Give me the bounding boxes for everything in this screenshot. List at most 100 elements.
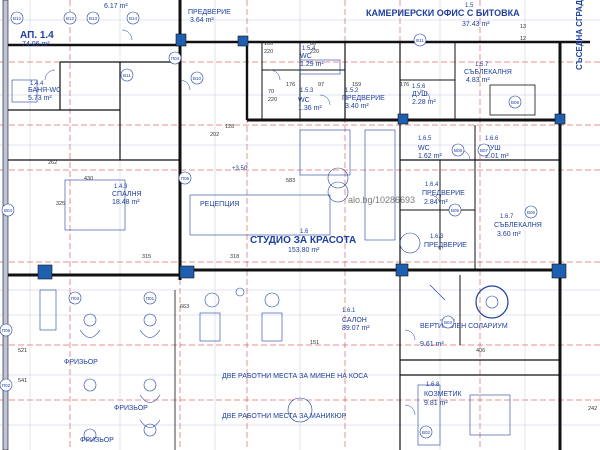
svg-text:B13: B13 bbox=[89, 16, 98, 21]
dimension-label: 202 bbox=[210, 132, 219, 138]
door-tag: П01 bbox=[143, 291, 157, 305]
room-id: 1.6.4 bbox=[425, 182, 439, 188]
door-tag: B12 bbox=[10, 11, 24, 25]
svg-text:П06: П06 bbox=[2, 328, 11, 333]
room-area: 6.17 m² bbox=[104, 3, 128, 10]
room-id: 1.5.7 bbox=[475, 62, 489, 68]
room-area: 18.48 m² bbox=[112, 199, 140, 206]
room-name: WC bbox=[298, 97, 310, 104]
dimension-label: 100 bbox=[264, 41, 273, 47]
office-area: 37.43 m² bbox=[462, 21, 490, 28]
door-tag: П04 bbox=[168, 51, 182, 65]
door-tag: B05 bbox=[448, 203, 462, 217]
door-tag: B09 bbox=[508, 95, 522, 109]
room-id: 1.4.3 bbox=[114, 184, 128, 190]
room-name: КОЗМЕТИК bbox=[424, 391, 462, 398]
dimension-label: 176 bbox=[400, 82, 409, 88]
dimension-label: 315 bbox=[142, 254, 151, 260]
dimension-label: 220 bbox=[310, 49, 319, 55]
room-area: 2.01 m² bbox=[485, 153, 509, 160]
elevation-mark: +3.50 bbox=[232, 166, 248, 172]
door-tag: П03 bbox=[68, 291, 82, 305]
dimension-label: 406 bbox=[476, 348, 485, 354]
door-tag: П05 bbox=[178, 171, 192, 185]
room-name: БАНЯ-WC bbox=[28, 87, 61, 94]
room-id: 1.5.4 bbox=[302, 46, 316, 52]
svg-text:П04: П04 bbox=[171, 56, 180, 61]
door-tag: B12 bbox=[63, 11, 77, 25]
svg-text:B04: B04 bbox=[4, 208, 13, 213]
dimension-label: 242 bbox=[588, 406, 597, 412]
dimension-label: 663 bbox=[180, 304, 189, 310]
room-area: 2.84 m² bbox=[424, 199, 448, 206]
room-area: 9.81 m² bbox=[424, 400, 448, 407]
office-id: 1.5 bbox=[465, 3, 474, 9]
office-title: КАМЕРИЕРСКИ ОФИС С БИТОВКА bbox=[366, 8, 520, 18]
door-tag: B07 bbox=[477, 143, 491, 157]
svg-text:П02: П02 bbox=[2, 383, 11, 388]
room-name: ПРЕДВЕРИЕ bbox=[424, 242, 467, 249]
door-swings bbox=[44, 29, 471, 416]
svg-text:B02: B02 bbox=[422, 430, 431, 435]
dimension-label: 262 bbox=[48, 160, 57, 166]
studio-id: 1.6 bbox=[300, 229, 309, 235]
door-tag: B03 bbox=[441, 315, 455, 329]
dimension-label: 430 bbox=[84, 176, 93, 182]
dimension-label: 159 bbox=[352, 82, 361, 88]
dimension-label: 97 bbox=[318, 82, 324, 88]
dimension-label: 541 bbox=[18, 378, 27, 384]
door-tag: B11 bbox=[120, 68, 134, 82]
room-name: СЪБЛЕКАЛНЯ bbox=[494, 222, 542, 229]
neighbor-label: СЪСЕДНА СГРАДА bbox=[575, 0, 584, 70]
dimension-label: 80 bbox=[310, 41, 316, 47]
door-tag: B10 bbox=[190, 71, 204, 85]
room-id: 1.6.3 bbox=[430, 234, 444, 240]
room-name: СЪБЛЕКАЛНЯ bbox=[464, 69, 512, 76]
room-id: 1.5.2 bbox=[345, 88, 359, 94]
room-id: 1.6.8 bbox=[426, 382, 440, 388]
room-name: САЛОН bbox=[342, 317, 367, 324]
hairdresser-label: ФРИЗЬОР bbox=[80, 437, 114, 444]
svg-text:B12: B12 bbox=[66, 16, 75, 21]
room-name: ПРЕДВЕРИЕ bbox=[422, 190, 465, 197]
room-name: WC bbox=[300, 53, 312, 60]
svg-text:B10: B10 bbox=[193, 76, 202, 81]
svg-text:B12: B12 bbox=[13, 16, 22, 21]
dimension-label: 176 bbox=[286, 82, 295, 88]
door-tag: B11 bbox=[413, 33, 427, 47]
door-tag: П02 bbox=[0, 378, 13, 392]
hairdresser-label: ФРИЗЬОР bbox=[114, 405, 148, 412]
dimension-label: 318 bbox=[230, 254, 239, 260]
room-id: 1.6.5 bbox=[418, 136, 432, 142]
studio-area: 153.80 m² bbox=[288, 247, 320, 254]
room-area: 5.73 m² bbox=[28, 95, 52, 102]
svg-text:П03: П03 bbox=[71, 296, 80, 301]
furniture bbox=[11, 59, 511, 446]
svg-text:B07: B07 bbox=[480, 148, 489, 153]
dimension-label: 12 bbox=[520, 36, 526, 42]
manicure-places-label: ДВЕ РАБОТНИ МЕСТА ЗА МАНИКЮР bbox=[222, 413, 347, 420]
reception-label: РЕЦЕПЦИЯ bbox=[200, 201, 239, 208]
room-area: 4.83 m² bbox=[466, 77, 490, 84]
room-area: 9.61 m² bbox=[420, 341, 444, 348]
dimension-label: 70 bbox=[268, 89, 274, 95]
room-area: 2.28 m² bbox=[412, 99, 436, 106]
dimension-label: 521 bbox=[18, 348, 27, 354]
room-id: 1.6.1 bbox=[342, 308, 356, 314]
room-id: 1.4.4 bbox=[30, 81, 44, 87]
apartment-area: 74.06 m² bbox=[22, 41, 50, 48]
room-name: ВЕРТИКАЛЕН СОЛАРИУМ bbox=[420, 323, 508, 330]
columns bbox=[37, 33, 567, 280]
apartment-name: АП. 1.4 bbox=[20, 30, 54, 41]
room-name: WC bbox=[418, 145, 430, 152]
room-id: 1.5.3 bbox=[300, 88, 314, 94]
room-name: ДУШ bbox=[412, 91, 428, 98]
svg-text:B05: B05 bbox=[451, 208, 460, 213]
svg-text:B03: B03 bbox=[444, 320, 453, 325]
door-tag: П06 bbox=[0, 323, 13, 337]
room-area: 89.07 m² bbox=[342, 325, 370, 332]
svg-text:B11: B11 bbox=[416, 38, 424, 43]
door-tag: B08 bbox=[451, 143, 465, 157]
